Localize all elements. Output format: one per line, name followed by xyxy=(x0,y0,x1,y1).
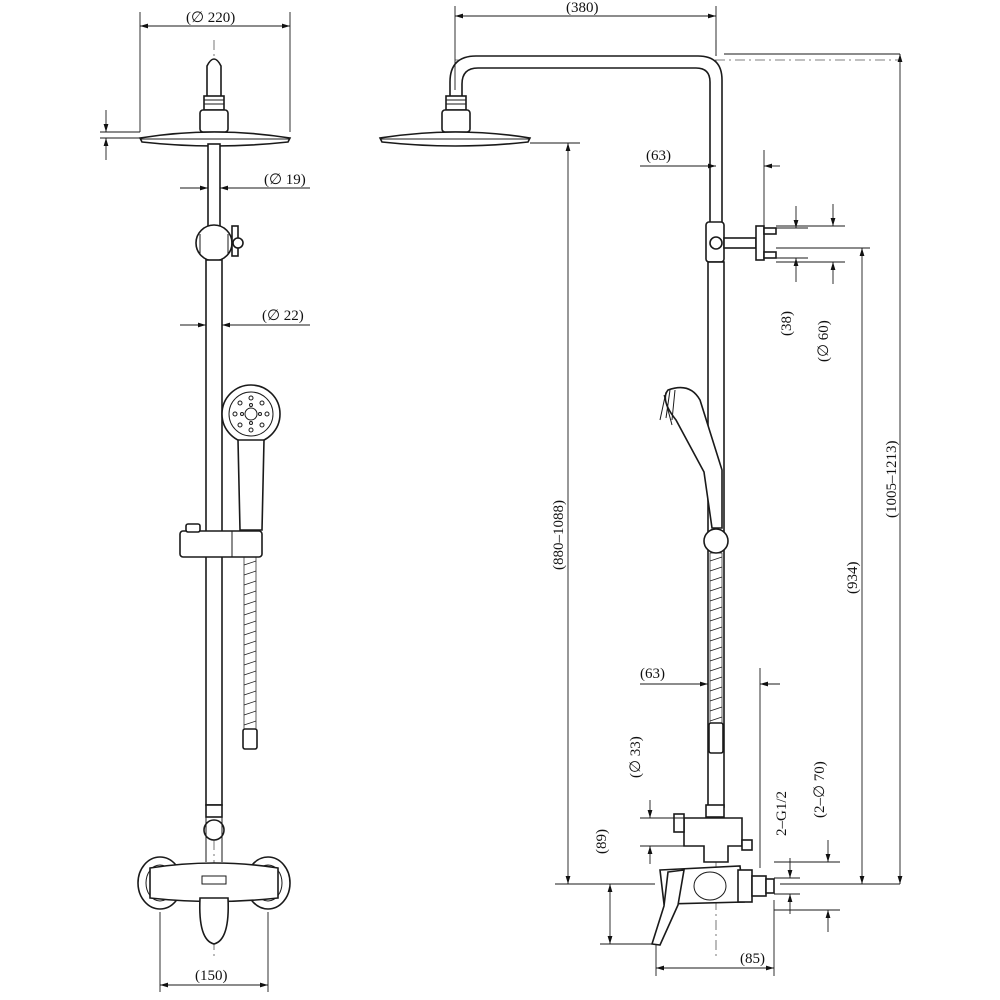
label-head-diameter: (∅ 220) xyxy=(186,10,235,26)
dim-pipe-upper: (∅ 19) xyxy=(180,172,310,191)
label-bracket-to-inlet: (934) xyxy=(845,562,861,595)
side-mixer xyxy=(650,865,775,946)
front-slider-holder xyxy=(179,523,263,558)
side-hose xyxy=(708,552,724,754)
front-head-connector xyxy=(199,58,229,133)
side-wall-bracket xyxy=(705,221,777,263)
dim-bracket-to-inlet: (934) xyxy=(776,247,870,884)
front-mixer xyxy=(137,856,291,945)
label-wall-offset-upper: (63) xyxy=(646,148,671,164)
side-rain-shower-head xyxy=(378,131,532,147)
label-mixer-height: (89) xyxy=(594,829,610,854)
dim-wall-offset-upper: (63) xyxy=(640,148,780,226)
label-pipe-lower: (∅ 22) xyxy=(262,308,304,324)
side-hand-shower xyxy=(659,386,729,554)
front-hose xyxy=(242,556,258,750)
dim-mixer-depth: (85) xyxy=(655,900,775,976)
label-escutcheon-diameter: (2–∅ 70) xyxy=(812,761,828,818)
label-inlet-thread: 2–G1/2 xyxy=(774,791,790,836)
side-head-connector xyxy=(441,95,471,133)
front-upper-pipe xyxy=(207,143,221,229)
label-overall-height: (1005–1213) xyxy=(884,441,900,519)
dim-head-thickness xyxy=(100,110,140,160)
side-view: (380) (63) (38) (∅ 60) (880–1088) xyxy=(378,0,903,976)
dim-bracket-height: (38) xyxy=(776,206,808,336)
front-wall-bracket xyxy=(195,224,244,262)
dim-escutcheon-diameter: (2–∅ 70) xyxy=(774,761,840,932)
label-inlet-centers: (150) xyxy=(195,968,228,984)
label-wall-offset-lower: (63) xyxy=(640,666,665,682)
dim-mixer-height: (89) xyxy=(594,829,655,945)
dim-wall-offset-lower: (63) xyxy=(640,666,780,868)
dim-diverter-diameter: (∅ 33) xyxy=(628,736,684,864)
label-pipe-upper: (∅ 19) xyxy=(264,172,306,188)
dim-bracket-diameter: (∅ 60) xyxy=(776,204,845,362)
dim-head-diameter: (∅ 220) xyxy=(139,10,291,132)
dim-inlet-thread: 2–G1/2 xyxy=(774,791,800,914)
label-diverter-diameter: (∅ 33) xyxy=(628,736,644,778)
dim-arm-length: (380) xyxy=(454,0,717,90)
side-diverter xyxy=(673,804,753,863)
front-rain-shower-head xyxy=(138,131,292,147)
label-arm-length: (380) xyxy=(566,0,599,16)
label-bracket-diameter: (∅ 60) xyxy=(816,320,832,362)
front-diverter xyxy=(203,804,225,862)
label-head-height: (880–1088) xyxy=(551,500,567,570)
label-bracket-height: (38) xyxy=(779,311,795,336)
front-view: (∅ 220) (∅ 19) (∅ 22) (150) xyxy=(100,10,310,992)
label-mixer-depth: (85) xyxy=(740,951,765,967)
dim-pipe-lower: (∅ 22) xyxy=(180,308,310,328)
front-hand-shower xyxy=(221,384,281,531)
dim-overall-height: (1005–1213) xyxy=(724,53,903,885)
dim-inlet-centers: (150) xyxy=(159,912,269,992)
